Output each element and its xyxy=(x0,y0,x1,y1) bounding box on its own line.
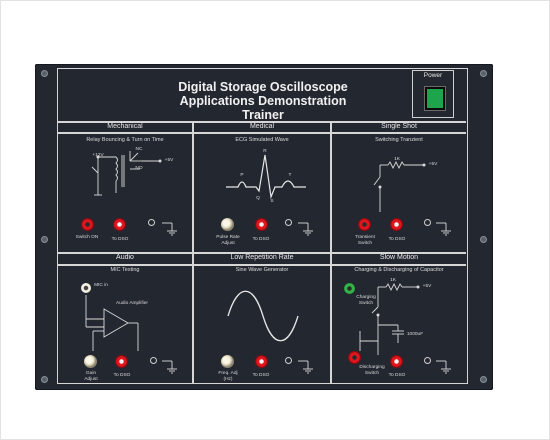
ecg-label-s: S xyxy=(270,199,274,204)
medical-subtitle: ECG Simulated Wave xyxy=(235,137,289,143)
gain-adjust-label: Gain Adjust xyxy=(84,371,98,382)
divider xyxy=(58,252,466,254)
to-dso-socket[interactable] xyxy=(113,218,126,231)
freq-adjust-knob[interactable] xyxy=(221,355,234,368)
ecg-label-t: T xyxy=(288,173,292,178)
charging-switch[interactable] xyxy=(344,283,355,294)
divider xyxy=(58,132,466,134)
screw xyxy=(480,70,487,77)
label-no: NO xyxy=(135,166,143,171)
to-dso-socket[interactable] xyxy=(255,218,268,231)
power-switch[interactable] xyxy=(425,87,445,110)
to-dso-label: To DSO xyxy=(113,373,131,378)
screw xyxy=(480,236,487,243)
transient-switch-label: Transient Switch xyxy=(355,235,375,246)
ground-icon xyxy=(436,222,451,236)
relay-circuit-diagram xyxy=(91,151,162,196)
divider xyxy=(58,264,466,266)
trainer-panel: Digital Storage Oscilloscope Application… xyxy=(35,64,493,390)
mic-in-label: MIC in xyxy=(94,283,108,288)
section-title-slow-motion: Slow Motion xyxy=(379,254,419,261)
to-dso-socket[interactable] xyxy=(115,355,128,368)
power-label: Power xyxy=(423,72,443,79)
panel-border: Digital Storage Oscilloscope Application… xyxy=(57,68,468,384)
title-line-1: Digital Storage Oscilloscope xyxy=(178,80,348,94)
screw xyxy=(480,376,487,383)
divider xyxy=(330,121,332,383)
screw xyxy=(41,236,48,243)
single-shot-subtitle: Switching Tranzient xyxy=(375,137,423,143)
transient-switch-socket[interactable] xyxy=(358,218,371,231)
audio-subtitle: MIC Testing xyxy=(110,267,140,273)
sine-waveform xyxy=(227,290,299,342)
power-box: Power xyxy=(412,70,454,118)
amplifier-label: Audio Amplifier xyxy=(116,301,148,306)
resistor-1k-label: 1K xyxy=(390,278,396,283)
to-dso-label: To DSO xyxy=(252,237,270,242)
label-5v: +5V xyxy=(422,284,432,289)
rc-circuit-diagram xyxy=(359,282,420,355)
divider xyxy=(192,121,194,383)
ground-icon xyxy=(162,360,177,374)
divider xyxy=(58,121,466,123)
switch-on-label: Switch ON xyxy=(75,235,99,240)
to-dso-label: To DSO xyxy=(252,373,270,378)
to-dso-label: To DSO xyxy=(111,237,129,242)
discharging-switch[interactable] xyxy=(348,351,361,364)
title-line-2: Applications Demonstration Trainer xyxy=(179,94,347,122)
label-nc: NC xyxy=(135,147,143,152)
label-5v: +5V xyxy=(164,158,174,163)
mic-in-socket[interactable] xyxy=(81,283,91,293)
to-dso-label: To DSO xyxy=(388,237,406,242)
resistor-1k-label: 1K xyxy=(394,157,400,162)
ground-socket[interactable] xyxy=(150,357,157,364)
panel-title: Digital Storage Oscilloscope Application… xyxy=(158,80,368,122)
ground-socket[interactable] xyxy=(424,357,431,364)
label-12v: +12V xyxy=(92,153,104,158)
ecg-waveform xyxy=(226,154,306,200)
section-title-medical: Medical xyxy=(249,123,275,130)
section-title-audio: Audio xyxy=(116,254,134,261)
ground-socket[interactable] xyxy=(148,219,155,226)
freq-adjust-label: Freq. Adj (Hz) xyxy=(218,371,238,382)
ecg-label-r: R xyxy=(263,149,267,154)
ground-socket[interactable] xyxy=(285,357,292,364)
to-dso-socket[interactable] xyxy=(390,355,403,368)
mechanical-subtitle: Relay Bouncing & Turn on Time xyxy=(86,137,164,143)
amplifier-diagram xyxy=(85,295,139,351)
section-title-low-rep: Low Repetition Rate xyxy=(230,254,294,261)
ground-socket[interactable] xyxy=(424,219,431,226)
switching-circuit-diagram xyxy=(373,160,426,212)
pulse-rate-label: Pulse Rate Adjust xyxy=(216,235,240,246)
gain-adjust-knob[interactable] xyxy=(84,355,97,368)
ground-icon xyxy=(298,222,313,236)
screw xyxy=(41,70,48,77)
ecg-label-q: Q xyxy=(256,196,260,201)
to-dso-socket[interactable] xyxy=(255,355,268,368)
ground-icon xyxy=(162,222,177,236)
screw xyxy=(41,376,48,383)
ecg-label-p: P xyxy=(240,173,244,178)
to-dso-label: To DSO xyxy=(388,373,406,378)
low-rep-subtitle: Sine Wave Generator xyxy=(235,267,289,273)
discharging-switch-label: Discharging Switch xyxy=(359,365,385,376)
slow-motion-subtitle: Charging & Discharging of Capacitor xyxy=(354,267,444,273)
capacitor-label: 1000uF xyxy=(406,332,424,337)
charging-switch-label: Charging Switch xyxy=(356,295,376,306)
ground-icon xyxy=(436,360,451,374)
switch-on-socket[interactable] xyxy=(81,218,94,231)
label-5v: +5V xyxy=(428,162,438,167)
ground-socket[interactable] xyxy=(285,219,292,226)
section-title-single-shot: Single Shot xyxy=(381,123,417,130)
section-title-mechanical: Mechanical xyxy=(107,123,143,130)
pulse-rate-knob[interactable] xyxy=(221,218,234,231)
to-dso-socket[interactable] xyxy=(390,218,403,231)
ground-icon xyxy=(298,360,313,374)
